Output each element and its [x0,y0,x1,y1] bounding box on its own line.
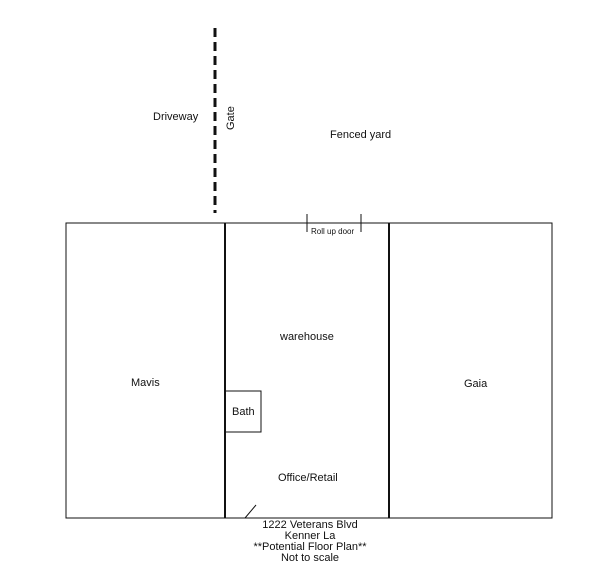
entry-door-mark [244,504,257,519]
address-street: 1222 Veterans Blvd [262,519,358,531]
warehouse-label: warehouse [280,331,334,343]
plan-status-note: **Potential Floor Plan** [253,541,367,553]
gaia-label: Gaia [464,378,488,390]
scale-note: Not to scale [280,552,340,564]
mavis-label: Mavis [131,377,160,389]
driveway-label: Driveway [153,111,199,123]
bath-room-outline [224,390,262,433]
fenced-yard-label: Fenced yard [330,129,392,141]
bath-label: Bath [232,406,255,418]
mavis-unit-outline [65,222,226,519]
gaia-unit-outline [388,222,553,519]
gate-label: Gate [225,106,237,130]
office-retail-label: Office/Retail [278,472,338,484]
address-city: Kenner La [284,530,336,542]
roll-up-door-label: Roll up door [311,227,355,236]
